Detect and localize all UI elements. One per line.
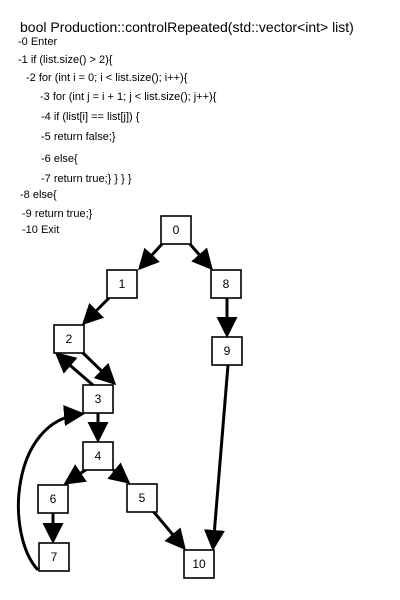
edge-4-5 (107, 462, 131, 484)
nodes: 0 1 2 3 4 5 6 7 8 9 10 (37, 215, 243, 579)
edge-3-2 (54, 352, 95, 388)
code-line-4: -4 if (list[i] == list[j]) { (41, 111, 140, 123)
node-1: 1 (106, 269, 138, 299)
code-line-8: -8 else{ (20, 189, 57, 201)
code-line-5: -5 return false;} (41, 131, 116, 143)
edge-0-8 (187, 242, 213, 271)
node-9: 9 (211, 336, 243, 366)
code-line-1: -1 if (list.size() > 2){ (18, 54, 113, 66)
node-2: 2 (53, 324, 85, 354)
node-box-10 (183, 549, 215, 579)
node-label-0: 0 (173, 223, 180, 237)
node-label-5: 5 (139, 491, 146, 505)
node-label-9: 9 (224, 344, 231, 358)
edge-0-1 (137, 241, 165, 271)
code-line-3: -3 for (int j = i + 1; j < list.size(); … (40, 91, 217, 103)
node-box-6 (37, 484, 69, 514)
node-box-3 (82, 384, 114, 414)
node-box-9 (211, 336, 243, 366)
node-box-1 (106, 269, 138, 299)
code-line-6: -6 else{ (41, 153, 78, 165)
node-4: 4 (82, 441, 114, 471)
node-7: 7 (38, 542, 70, 572)
edge-9-10 (204, 364, 230, 551)
edge-1-2 (81, 295, 112, 326)
node-label-10: 10 (192, 557, 206, 571)
node-5: 5 (126, 483, 158, 513)
node-label-6: 6 (50, 492, 57, 506)
code-line-10: -10 Exit (22, 224, 60, 236)
node-label-3: 3 (95, 392, 102, 406)
node-label-7: 7 (51, 550, 58, 564)
code-line-0: -0 Enter (18, 36, 58, 48)
edge-2-3 (80, 350, 117, 386)
node-box-0 (160, 215, 192, 245)
node-10: 10 (183, 549, 215, 579)
node-box-2 (53, 324, 85, 354)
node-box-5 (126, 483, 158, 513)
code-line-2: -2 for (int i = 0; i < list.size(); i++)… (26, 72, 188, 84)
edge-4-6 (63, 464, 88, 485)
node-box-8 (210, 269, 242, 299)
node-box-7 (38, 542, 70, 572)
node-3: 3 (82, 384, 114, 414)
code-line-7: -7 return true;} } } } (41, 173, 132, 185)
edges (16, 241, 238, 572)
node-label-1: 1 (119, 277, 126, 291)
node-6: 6 (37, 484, 69, 514)
node-0: 0 (160, 215, 192, 245)
node-label-4: 4 (95, 449, 102, 463)
node-label-8: 8 (223, 277, 230, 291)
code-line-9: -9 return true;} (22, 208, 93, 220)
edge-7-3 (16, 405, 85, 572)
node-box-4 (82, 441, 114, 471)
node-8: 8 (210, 269, 242, 299)
node-label-2: 2 (66, 332, 73, 346)
code-title: bool Production::controlRepeated(std::ve… (20, 19, 354, 35)
edge-5-10 (151, 510, 186, 551)
